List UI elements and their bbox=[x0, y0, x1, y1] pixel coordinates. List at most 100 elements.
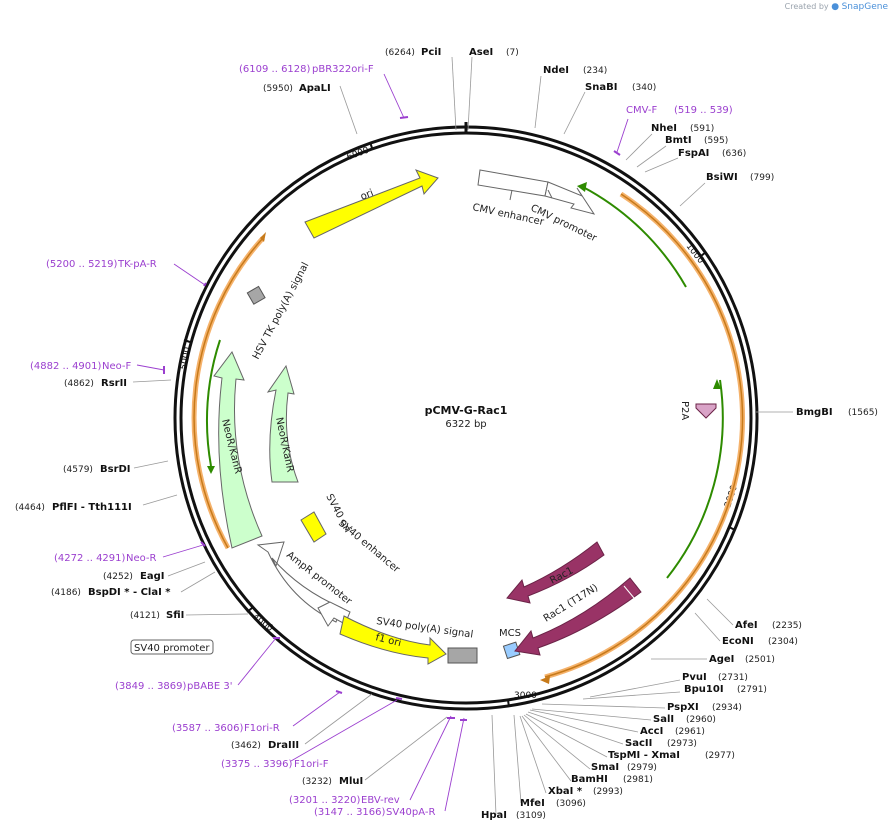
enzyme-name: BmgBI bbox=[796, 407, 833, 418]
enzyme-name: HpaI bbox=[481, 810, 507, 821]
mcs-label: MCS bbox=[499, 628, 521, 639]
enzyme-name: ApaLI bbox=[299, 83, 331, 94]
enzyme-pos: (1565) bbox=[848, 408, 878, 418]
enzyme-name: PvuI bbox=[682, 672, 707, 683]
primer-markers bbox=[163, 116, 621, 721]
primer-name: F1ori-F bbox=[294, 759, 329, 770]
enzyme-name: TspMI - XmaI bbox=[608, 750, 680, 761]
enzyme-pos: (2973) bbox=[667, 739, 697, 749]
enzyme-pos: (3462) bbox=[231, 741, 261, 751]
enzyme-name: SacII bbox=[625, 738, 652, 749]
sv40-promoter-label: SV40 promoter bbox=[134, 643, 210, 654]
enzyme-pos: (2791) bbox=[737, 685, 767, 695]
enzyme-pos: (4121) bbox=[130, 611, 160, 621]
enzyme-leaders bbox=[132, 56, 793, 816]
enzyme-pos: (2981) bbox=[623, 775, 653, 785]
sv40-polya-box bbox=[447, 647, 478, 664]
enzyme-pos: (2960) bbox=[686, 715, 716, 725]
enzyme-pos: (5950) bbox=[263, 84, 293, 94]
enzyme-name: BamHI bbox=[571, 774, 608, 785]
primer-range: (3147 .. 3166) bbox=[314, 807, 386, 818]
enzyme-pos: (4862) bbox=[64, 379, 94, 389]
primer-range: (3849 .. 3869) bbox=[115, 681, 187, 692]
primer-range: (3201 .. 3220) bbox=[289, 795, 361, 806]
enzyme-pos: (595) bbox=[704, 136, 728, 146]
sv40-enhancer-label: SV40 enhancer bbox=[336, 518, 402, 576]
f1-ori-arrow bbox=[339, 615, 447, 665]
enzyme-name: SfiI bbox=[166, 610, 184, 621]
hsv-tk-polya-box bbox=[246, 285, 266, 305]
enzyme-pos: (799) bbox=[750, 173, 774, 183]
enzyme-name: EcoNI bbox=[722, 636, 754, 647]
brand-prefix: Created by bbox=[784, 2, 829, 11]
primer-range: (6109 .. 6128) bbox=[239, 64, 311, 75]
enzyme-name: Bpu10I bbox=[684, 684, 724, 695]
enzyme-pos: (2979) bbox=[627, 763, 657, 773]
plasmid-name: pCMV-G-Rac1 bbox=[425, 404, 508, 417]
enzyme-pos: (2977) bbox=[705, 751, 735, 761]
primer-name: pBR322ori-F bbox=[312, 64, 374, 75]
green-arc-left bbox=[206, 339, 221, 467]
plasmid-size: 6322 bp bbox=[445, 419, 486, 430]
cmv-enhancer-box bbox=[477, 169, 549, 197]
enzyme-pos: (2731) bbox=[718, 673, 748, 683]
primer-range: (3587 .. 3606) bbox=[172, 723, 244, 734]
primer-range: (4882 .. 4901) bbox=[30, 361, 102, 372]
enzyme-name: SnaBI bbox=[585, 82, 617, 93]
enzyme-pos: (3109) bbox=[516, 811, 546, 821]
ori-arrow bbox=[304, 169, 439, 239]
hsv-tk-label: HSV TK poly(A) signal bbox=[251, 261, 312, 362]
snapgene-logo: ● bbox=[831, 2, 840, 12]
tick-label-3000: 3000 bbox=[514, 691, 537, 701]
primer-name: F1ori-R bbox=[244, 723, 280, 734]
enzyme-name: AfeI bbox=[735, 620, 758, 631]
enzyme-pos: (2501) bbox=[745, 655, 775, 665]
enzyme-name: AgeI bbox=[709, 654, 734, 665]
primer-name: Neo-F bbox=[102, 361, 132, 372]
primer-range: (519 .. 539) bbox=[674, 105, 733, 116]
neo-kanr-inner-arrow bbox=[266, 364, 299, 483]
enzyme-pos: (4579) bbox=[63, 465, 93, 475]
enzyme-pos: (7) bbox=[506, 48, 519, 58]
enzyme-name: BsiWI bbox=[706, 172, 738, 183]
brand-name: SnapGene bbox=[841, 2, 888, 12]
enzyme-name: XbaI * bbox=[548, 786, 583, 797]
enzyme-pos: (2961) bbox=[675, 727, 705, 737]
enzyme-pos: (2934) bbox=[712, 703, 742, 713]
backbone-inner-ring bbox=[179, 131, 753, 705]
primer-leaders bbox=[136, 73, 629, 812]
green-arc-upper bbox=[582, 186, 687, 288]
enzyme-pos: (3096) bbox=[556, 799, 586, 809]
rac1-t17n-arrow bbox=[514, 577, 642, 656]
primer-range: (3375 .. 3396) bbox=[221, 759, 293, 770]
tick-label-5000: 5000 bbox=[179, 346, 193, 371]
p2a-label: P2A bbox=[679, 401, 690, 420]
enzyme-name: AccI bbox=[640, 726, 663, 737]
enzyme-pos: (340) bbox=[632, 83, 656, 93]
enzyme-name: MfeI bbox=[520, 798, 545, 809]
enzyme-name: PciI bbox=[421, 47, 441, 58]
enzyme-pos: (2993) bbox=[593, 787, 623, 797]
sv40-promoter-box bbox=[130, 639, 214, 655]
enzyme-name: PflFI - Tth111I bbox=[52, 502, 132, 513]
neo-kanr-outer-arrow bbox=[213, 351, 263, 549]
primer-name: Neo-R bbox=[126, 553, 157, 564]
ori-label: ori bbox=[359, 188, 375, 203]
enzyme-pos: (4252) bbox=[103, 572, 133, 582]
primer-range: (4272 .. 4291) bbox=[54, 553, 126, 564]
sv40-ori-box bbox=[300, 511, 327, 543]
enzyme-name: BmtI bbox=[665, 135, 692, 146]
primer-name: CMV-F bbox=[626, 105, 657, 116]
enzyme-pos: (2304) bbox=[768, 637, 798, 647]
enzyme-name: EagI bbox=[140, 571, 164, 582]
primer-name: EBV-rev bbox=[361, 795, 400, 806]
enzyme-name: NdeI bbox=[543, 65, 569, 76]
enzyme-name: BspDI * - ClaI * bbox=[88, 587, 171, 598]
cmv-promoter-arrow bbox=[544, 181, 596, 215]
primer-name: SV40pA-R bbox=[386, 807, 435, 818]
tick-marks bbox=[183, 141, 736, 708]
primer-range: (5200 .. 5219) bbox=[46, 259, 118, 270]
enzyme-pos: (3232) bbox=[302, 777, 332, 787]
enzyme-name: AseI bbox=[469, 47, 493, 58]
enzyme-pos: (4464) bbox=[15, 503, 45, 513]
